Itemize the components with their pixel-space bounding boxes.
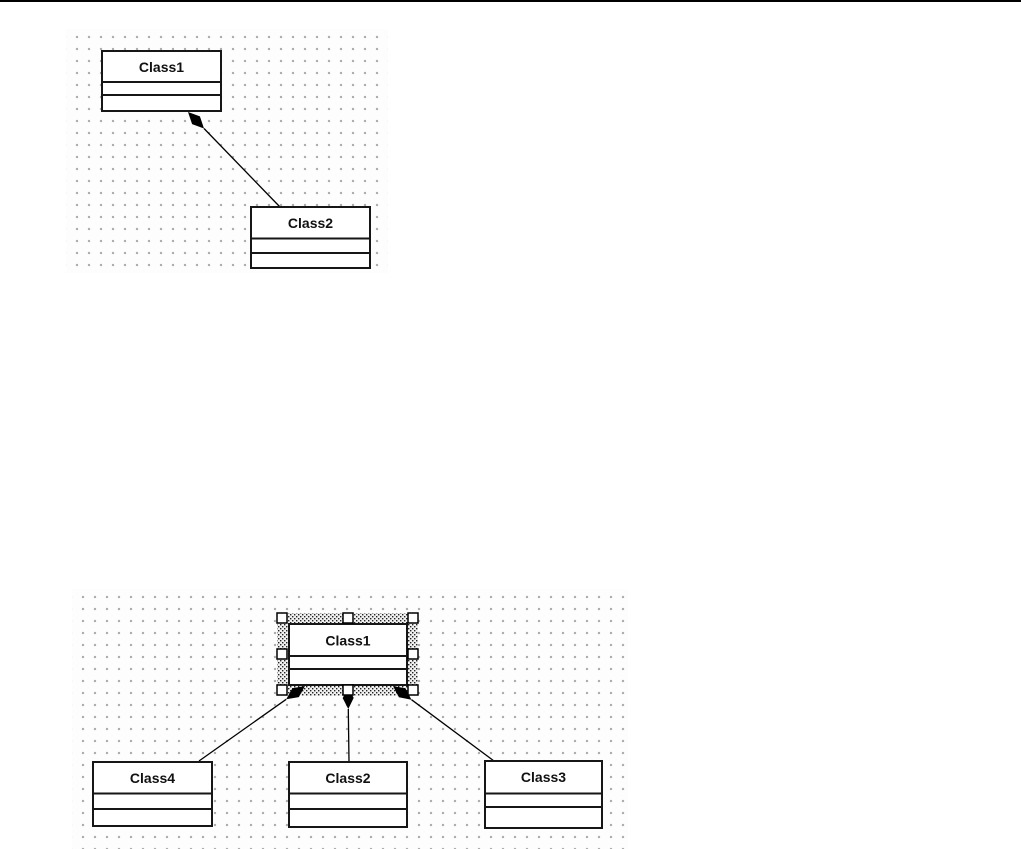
- selection-handle-w[interactable]: [276, 648, 288, 660]
- page-top-border: [0, 0, 1021, 2]
- diagram-top: Class1 Class2: [101, 50, 371, 269]
- diagram-bottom: Class1 Class4: [92, 612, 603, 829]
- uml-class-node-bottom-class1-selected[interactable]: Class1: [288, 623, 408, 686]
- uml-edge-composition-top[interactable]: [188, 112, 281, 208]
- selection-handle-sw[interactable]: [276, 684, 288, 696]
- uml-class-node-bottom-class2[interactable]: Class2: [288, 761, 408, 828]
- class-name-label: Class1: [139, 59, 184, 75]
- uml-edge-composition-class2[interactable]: [342, 687, 354, 763]
- uml-edge-composition-class4[interactable]: [198, 686, 305, 762]
- edge-line[interactable]: [198, 698, 287, 762]
- selection-handle-se[interactable]: [407, 684, 419, 696]
- selection-handle-nw[interactable]: [276, 612, 288, 624]
- class-name-label: Class2: [288, 215, 333, 231]
- class-name-label: Class3: [521, 769, 566, 785]
- edge-line[interactable]: [411, 699, 495, 762]
- selection-handle-e[interactable]: [407, 648, 419, 660]
- composition-diamond-icon: [393, 686, 412, 700]
- edge-line[interactable]: [203, 128, 281, 208]
- class-name-label: Class1: [325, 633, 370, 649]
- class-box[interactable]: [288, 623, 408, 686]
- class-name-label: Class2: [325, 770, 370, 786]
- uml-class-node-bottom-class4[interactable]: Class4: [92, 761, 213, 827]
- uml-class-node-top-class2[interactable]: Class2: [250, 206, 371, 269]
- selection-handle-n[interactable]: [342, 612, 354, 624]
- selection-handle-ne[interactable]: [407, 612, 419, 624]
- composition-diamond-icon: [286, 686, 305, 700]
- class-name-label: Class4: [130, 770, 175, 786]
- uml-class-node-top-class1[interactable]: Class1: [101, 50, 222, 112]
- composition-diamond-icon: [188, 112, 204, 129]
- uml-class-node-bottom-class3[interactable]: Class3: [484, 760, 603, 829]
- selection-handles: [276, 612, 419, 696]
- selection-handle-s[interactable]: [342, 684, 354, 696]
- edge-line[interactable]: [347, 708, 350, 763]
- uml-edge-composition-class3[interactable]: [393, 686, 495, 762]
